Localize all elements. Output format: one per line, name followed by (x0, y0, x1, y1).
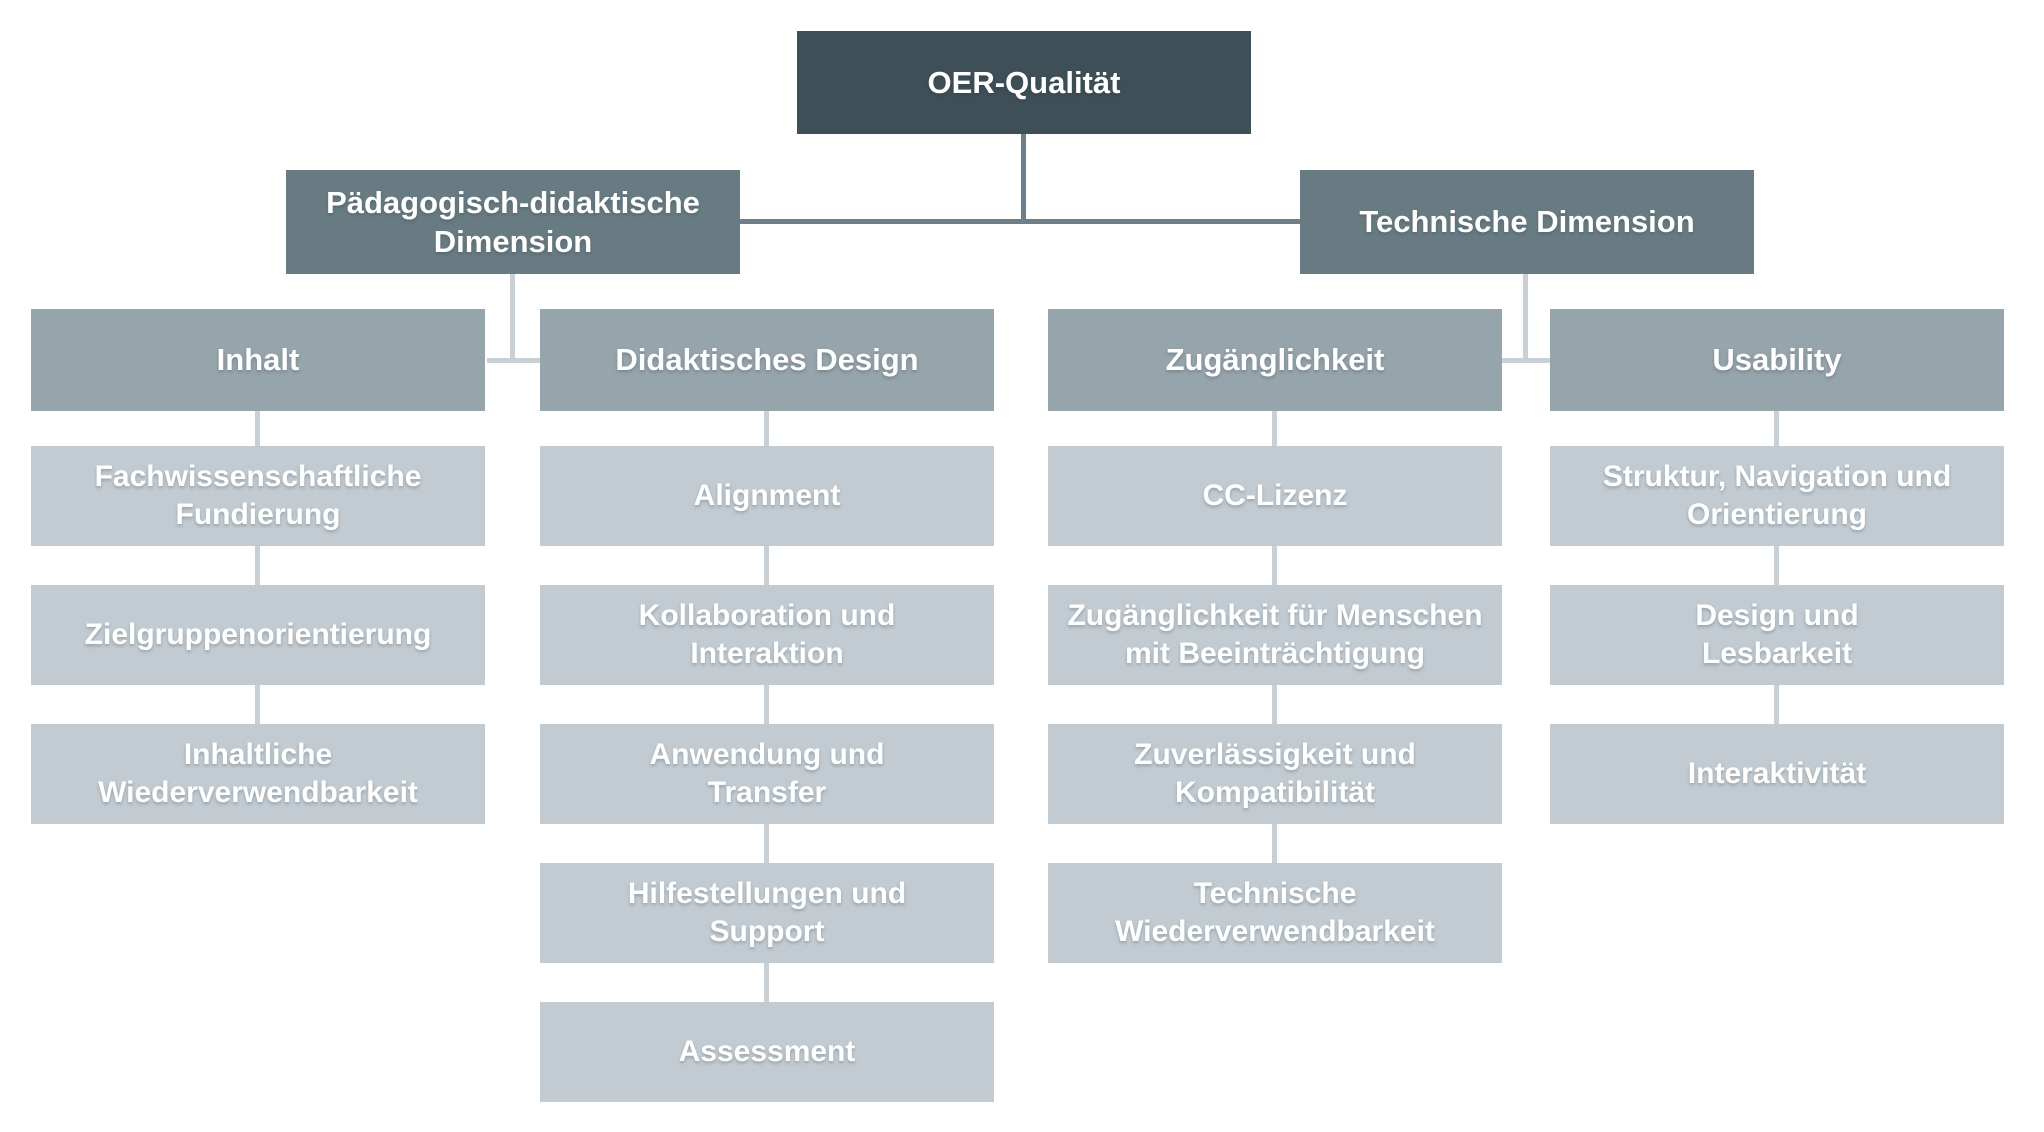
node-label-line: Alignment (693, 478, 841, 512)
node-label-line: Transfer (707, 776, 827, 809)
connector-col4-seg0 (1774, 411, 1779, 446)
connector-technisch-stub (1502, 358, 1550, 363)
node-label-line: Wiederverwendbarkeit (1115, 915, 1435, 948)
node-label-line: Technische (1193, 876, 1357, 910)
node-label-line: mit Beeinträchtigung (1124, 637, 1425, 670)
connector-col2-seg4 (764, 963, 769, 1003)
node-cc-lizenz: CC-Lizenz (1048, 446, 1502, 546)
node-zugaenglichkeit: Zugänglichkeit (1048, 309, 1502, 411)
node-struktur-navigation-und-orientierung: Struktur, Navigation und Orientierung (1550, 446, 2004, 546)
node-label-line: OER-Qualität (927, 64, 1121, 100)
node-design-und-lesbarkeit: Design und Lesbarkeit (1550, 585, 2004, 685)
node-label-line: Design und (1695, 598, 1859, 632)
node-paedagogisch-didaktische-dimension: Pädagogisch-didaktische Dimension (286, 170, 740, 274)
connector-col2-seg2 (764, 685, 769, 725)
connector-col1-seg1 (255, 546, 260, 586)
node-label-line: Struktur, Navigation und (1602, 459, 1952, 493)
node-label-line: Pädagogisch-didaktische (326, 184, 700, 220)
node-zuverlaessigkeit-und-kompatibilitaet: Zuverlässigkeit und Kompatibilität (1048, 724, 1502, 824)
connector-col2-seg0 (764, 411, 769, 446)
node-label-line: Interaktivität (1687, 756, 1867, 790)
node-label-line: Didaktisches Design (615, 342, 919, 378)
node-label-line: Zuverlässigkeit und (1134, 737, 1416, 771)
connector-col2-seg3 (764, 824, 769, 864)
node-fachwissenschaftliche-fundierung: Fachwissenschaftliche Fundierung (31, 446, 485, 546)
node-label-line: Zugänglichkeit (1165, 342, 1385, 378)
node-label-line: Kollaboration und (638, 598, 896, 632)
node-usability: Usability (1550, 309, 2004, 411)
node-oer-qualitaet: OER-Qualität (797, 31, 1251, 134)
node-kollaboration-und-interaktion: Kollaboration und Interaktion (540, 585, 994, 685)
node-label-line: Hilfestellungen und (627, 876, 907, 910)
connector-col4-seg2 (1774, 685, 1779, 725)
node-label-line: CC-Lizenz (1202, 478, 1348, 512)
node-anwendung-und-transfer: Anwendung und Transfer (540, 724, 994, 824)
node-technische-wiederverwendbarkeit: Technische Wiederverwendbarkeit (1048, 863, 1502, 963)
node-label-line: Inhaltliche (183, 737, 333, 771)
node-interaktivitaet: Interaktivität (1550, 724, 2004, 824)
node-zugaenglichkeit-fuer-menschen-mit-beeintraechtigung: Zugänglichkeit für Menschen mit Beeinträ… (1048, 585, 1502, 685)
node-label-line: Orientierung (1686, 498, 1867, 531)
connector-col3-seg2 (1272, 685, 1277, 725)
node-assessment: Assessment (540, 1002, 994, 1102)
node-label-line: Lesbarkeit (1701, 637, 1853, 670)
node-label-line: Kompatibilität (1175, 776, 1375, 809)
node-label-line: Fachwissenschaftliche (94, 459, 422, 493)
node-label-line: Assessment (678, 1034, 856, 1068)
connector-technisch-vertical (1523, 274, 1528, 363)
connector-col3-seg0 (1272, 411, 1277, 446)
node-label-line: Inhalt (216, 342, 300, 378)
connector-col1-seg2 (255, 685, 260, 725)
node-label-line: Anwendung und (649, 737, 885, 771)
node-label-line: Wiederverwendbarkeit (98, 776, 418, 809)
connector-col2-seg1 (764, 546, 769, 586)
connector-dimensions-horizontal (740, 219, 1300, 224)
node-label-line: Dimension (433, 224, 593, 259)
node-label-line: Technische Dimension (1359, 204, 1695, 240)
node-zielgruppenorientierung: Zielgruppenorientierung (31, 585, 485, 685)
connector-paedagogisch-vertical (510, 274, 515, 363)
connector-col3-seg1 (1272, 546, 1277, 586)
connector-col4-seg1 (1774, 546, 1779, 586)
node-alignment: Alignment (540, 446, 994, 546)
node-label-line: Interaktion (690, 637, 844, 670)
node-label-line: Zugänglichkeit für Menschen (1067, 598, 1483, 632)
connector-col3-seg3 (1272, 824, 1277, 864)
connector-paedagogisch-stub (487, 358, 540, 363)
node-label-line: Support (709, 915, 825, 948)
node-didaktisches-design: Didaktisches Design (540, 309, 994, 411)
node-label-line: Usability (1712, 342, 1842, 378)
node-label-line: Zielgruppenorientierung (84, 617, 432, 651)
node-label-line: Fundierung (175, 498, 341, 531)
node-hilfestellungen-und-support: Hilfestellungen und Support (540, 863, 994, 963)
node-inhaltliche-wiederverwendbarkeit: Inhaltliche Wiederverwendbarkeit (31, 724, 485, 824)
node-technische-dimension: Technische Dimension (1300, 170, 1754, 274)
connector-root-vertical (1021, 134, 1026, 224)
connector-col1-seg0 (255, 411, 260, 446)
node-inhalt: Inhalt (31, 309, 485, 411)
